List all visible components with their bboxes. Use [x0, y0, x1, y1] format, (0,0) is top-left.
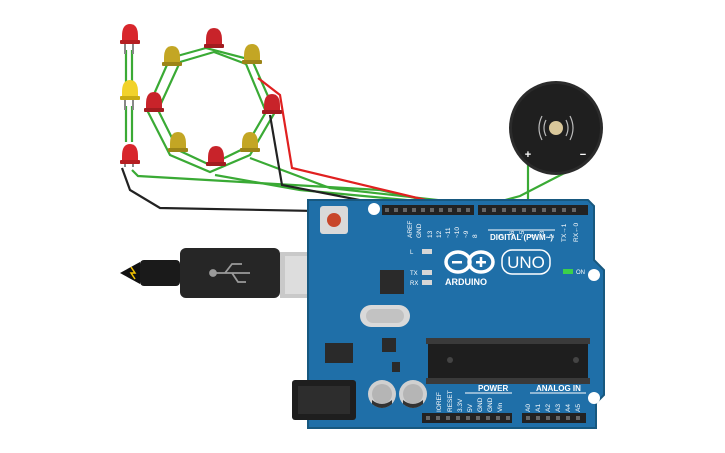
svg-text:5V: 5V [467, 403, 474, 412]
on-led [563, 269, 573, 274]
svg-text:~6: ~6 [509, 230, 516, 238]
svg-text:~11: ~11 [445, 227, 452, 238]
usb-chip [380, 270, 404, 294]
led-rx-label: RX [410, 281, 418, 287]
top-pin-labels: AREF GND 13 12 ~11 ~10 ~9 8 7 ~6 ~5 4 ~3… [407, 221, 580, 242]
svg-text:A4: A4 [565, 404, 572, 412]
lightning-icon [129, 266, 137, 280]
brand-label: ARDUINO [445, 277, 487, 287]
header-analog [522, 413, 586, 423]
arduino-board[interactable]: AREF GND 13 12 ~11 ~10 ~9 8 7 ~6 ~5 4 ~3… [292, 199, 605, 429]
power-jack-icon[interactable] [292, 380, 356, 420]
led-red-1[interactable] [120, 24, 140, 54]
svg-text:~9: ~9 [463, 230, 470, 238]
led-yellow-1[interactable] [120, 80, 140, 110]
sound-wave-icon [538, 115, 574, 141]
svg-text:TX→1: TX→1 [561, 223, 568, 242]
svg-text:13: 13 [427, 230, 434, 238]
power-header-label: POWER [478, 384, 508, 393]
model-badge [501, 249, 551, 275]
ring-wire-outer [145, 46, 277, 174]
mount-hole [368, 203, 380, 215]
svg-text:2: 2 [549, 234, 556, 238]
digital-header-label: DIGITAL (PWM~) [490, 233, 553, 242]
svg-text:A1: A1 [535, 404, 542, 412]
svg-text:4: 4 [529, 234, 536, 238]
led-red-bottom[interactable] [206, 146, 226, 166]
svg-text:8: 8 [472, 234, 479, 238]
analog-header-label: ANALOG IN [536, 384, 581, 393]
analog-pin-labels: A0 A1 A2 A3 A4 A5 [525, 404, 582, 412]
led-olive-bottom-left[interactable] [168, 132, 188, 152]
svg-text:12: 12 [436, 230, 443, 238]
model-label: UNO [507, 253, 545, 272]
led-tx [422, 270, 432, 275]
small-chip [382, 338, 396, 352]
svg-text:3.3V: 3.3V [457, 398, 464, 412]
mount-hole [588, 269, 600, 281]
infinity-logo-icon [444, 250, 495, 274]
buzzer-center [549, 121, 563, 135]
black-wire-2 [268, 114, 381, 206]
led-red-right[interactable] [262, 94, 282, 114]
usb-icon [209, 263, 250, 283]
regulator [325, 343, 353, 363]
red-wire [257, 77, 456, 209]
header-top-left [382, 205, 474, 215]
svg-text:GND: GND [416, 223, 423, 238]
led-tx-label: TX [410, 271, 418, 277]
svg-text:~3: ~3 [539, 230, 546, 238]
svg-text:AREF: AREF [407, 221, 414, 238]
reset-button[interactable] [327, 213, 341, 227]
led-red-top[interactable] [204, 28, 224, 48]
mount-hole [588, 392, 600, 404]
buzzer-plus-label: + [525, 149, 531, 161]
svg-text:A3: A3 [555, 404, 562, 412]
led-olive-top-left[interactable] [162, 46, 182, 66]
atmega-chip [428, 340, 588, 382]
svg-text:~10: ~10 [454, 227, 461, 238]
svg-text:A5: A5 [575, 404, 582, 412]
power-pin-labels: IOREF RESET 3.3V 5V GND GND Vin [436, 390, 504, 412]
svg-text:RX←0: RX←0 [573, 222, 580, 242]
led-l [422, 249, 432, 254]
svg-text:IOREF: IOREF [436, 392, 443, 412]
led-red-left[interactable] [144, 92, 164, 112]
svg-text:GND: GND [487, 397, 494, 412]
left-column-wire [124, 50, 134, 142]
piezo-buzzer[interactable]: + − [509, 81, 603, 175]
capacitor-2 [399, 380, 427, 408]
black-wire-1 [120, 167, 371, 214]
svg-text:GND: GND [477, 397, 484, 412]
svg-text:RESET: RESET [447, 390, 454, 412]
led-olive-top-right[interactable] [242, 44, 262, 64]
capacitor-1 [368, 380, 396, 408]
on-label: ON [576, 270, 585, 276]
svg-text:A0: A0 [525, 404, 532, 412]
svg-text:Vin: Vin [497, 402, 504, 412]
led-red-2[interactable] [120, 144, 140, 167]
led-olive-bottom-right[interactable] [240, 132, 260, 152]
svg-text:~5: ~5 [519, 230, 526, 238]
buzzer-minus-label: − [580, 149, 586, 161]
led-rx [422, 280, 432, 285]
led-l-label: L [410, 250, 414, 256]
svg-text:A2: A2 [545, 404, 552, 412]
svg-text:7: 7 [499, 234, 506, 238]
